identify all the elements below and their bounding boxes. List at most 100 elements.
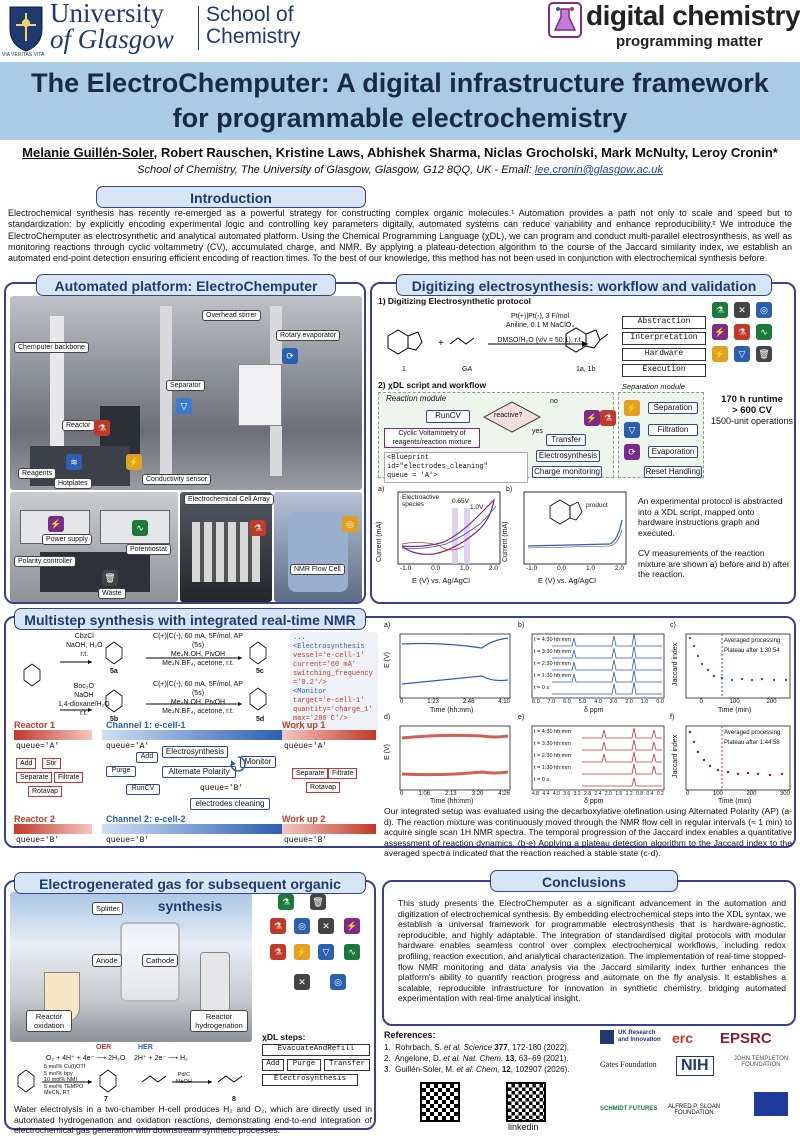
cycle-icon <box>230 756 246 772</box>
layer-abstraction: Abstraction <box>622 316 706 329</box>
graph-node-icon: ✕ <box>294 974 310 990</box>
email-link[interactable]: lee.cronin@glasgow.ac.uk <box>534 164 663 176</box>
xtick: 200 <box>766 699 777 705</box>
references-list: 1. Rohrbach, S. et al. Science 377, 172-… <box>384 1042 594 1075</box>
electrode-icon: ⚡ <box>584 410 600 426</box>
cond-b1: C(+)|C(-), 60 mA, 5F/mol, AP (5s) <box>153 681 243 697</box>
graph-node-icon: ∿ <box>344 944 360 960</box>
code-line: ='0.2'/> <box>293 679 327 687</box>
cpd-8: 8 <box>232 1096 236 1103</box>
runtime: 170 h runtime <box>721 394 783 405</box>
multistep-section: CbzCl NaOH, H₂O r.t. Boc₂O NaOH 1,4-diox… <box>4 616 796 858</box>
xtick: 100 <box>729 699 740 705</box>
plot-b-label: b) <box>506 486 513 493</box>
qr-linkedin-icon[interactable] <box>506 1082 546 1122</box>
graph-node-icon: ▽ <box>318 944 334 960</box>
decision-no: no <box>550 398 558 405</box>
xdl-step-purge: Purge <box>287 1059 321 1071</box>
plot-f-ylabel: Jaccard index <box>672 734 679 778</box>
rxn1-top: CbzCl <box>74 633 94 640</box>
xtick: 100 <box>712 791 723 797</box>
potentiostat-icon: ∿ <box>132 520 148 536</box>
platform-photo <box>10 296 362 490</box>
xtick: 4.8 <box>532 791 539 797</box>
label-hotplates: Hotplates <box>54 478 92 489</box>
references-title: References: <box>384 1030 436 1040</box>
code-line: <Electrosynthesis <box>293 643 365 651</box>
cv-desc-box: Cyclic Voltammetry of reagents/reaction … <box>384 428 480 448</box>
ms-cleaning-box: electrodes cleaning <box>190 798 270 810</box>
school-line2: Chemistry <box>206 25 301 48</box>
ref-author: Angelone, D. <box>394 1054 444 1063</box>
header-divider <box>198 6 199 50</box>
brand-name: digital chemistry <box>586 0 800 31</box>
author-list: Melanie Guillén-Soler, Robert Rauschen, … <box>0 140 800 160</box>
xtick: 5.0 <box>578 699 587 705</box>
workup2-label: Work up 2 <box>282 814 326 824</box>
linkedin-label[interactable]: linkedin <box>508 1122 539 1132</box>
label-reactor: Reactor <box>62 420 95 431</box>
xtick: 2.4 <box>594 791 602 797</box>
cpd-1: 1 <box>402 366 406 373</box>
legend-avg: Averaged processing <box>724 730 781 736</box>
conclusions-text: This study presents the ElectroChemputer… <box>398 898 786 1004</box>
time-label: t = 1:30 hh:mm <box>534 765 571 771</box>
time-label: t = 1:30 hh:mm <box>534 673 571 679</box>
xtick: 2.8 <box>584 791 591 797</box>
xtick: 4:26 <box>498 791 510 797</box>
runtime-stats: 170 h runtime > 600 CV 1500-unit operati… <box>710 394 794 427</box>
ms-add-box: Add <box>136 752 158 763</box>
funder-templeton: JOHN TEMPLETON FOUNDATION <box>733 1056 789 1068</box>
multistep-title: Multistep synthesis with integrated real… <box>14 608 366 630</box>
cell-array <box>192 522 260 582</box>
multistep-text: Our integrated setup was evaluated using… <box>384 806 792 859</box>
gas-label-splitter: Splitter <box>92 902 124 915</box>
ox-cond: MeCN, RT <box>44 1090 70 1096</box>
ref-journal: et al. Nat. Chem. <box>443 1054 506 1063</box>
xtick: 3:20 <box>471 791 484 797</box>
cond-a: C(+)|C(-), 60 mA, 5F/mol, AP (5s) Me₄N.O… <box>150 632 246 668</box>
layer-interpretation: Interpretation <box>622 332 706 345</box>
reactor1-label: Reactor 1 <box>14 720 56 730</box>
plot-f-tag: f) <box>670 714 675 721</box>
reactor1-bar <box>14 730 92 740</box>
cond-a3: Me₄N.BF₄, acetone, r.t. <box>162 660 234 667</box>
v2-label: 1.0V <box>470 504 484 511</box>
poster-title-line1: The ElectroChemputer: A digital infrastr… <box>31 68 769 98</box>
plot-e-times: t = 4:30 hh:mm t = 3:30 hh:mm t = 2:30 h… <box>534 726 571 786</box>
platform-title: Automated platform: ElectroChemputer <box>36 274 336 296</box>
co-authors: , Robert Rauschen, Kristine Laws, Abhish… <box>153 145 778 160</box>
ref-author: Rohrbach, S. <box>395 1043 445 1052</box>
layer-execution: Execution <box>622 364 706 377</box>
qr-code-icon[interactable] <box>420 1082 460 1122</box>
transfer-box: Transfer <box>546 434 586 446</box>
frame-bar <box>50 316 64 476</box>
graph-node-icon: ▽ <box>734 346 750 362</box>
op-add: Add <box>16 758 37 769</box>
xtick: 2.0 <box>488 565 498 572</box>
code-line: <Blueprint id="electrodes_cleaning" <box>387 454 488 471</box>
code-line: <Monitor <box>293 688 327 696</box>
university-crest-icon <box>9 6 43 52</box>
affiliation: School of Chemistry, The University of G… <box>0 160 800 176</box>
label-cell-array: Electrochemical Cell Array <box>184 494 274 505</box>
xtick: 2:13 <box>444 791 457 797</box>
hotplate-icon: ≋ <box>66 454 82 470</box>
graph-node-icon: ⚡ <box>712 324 728 340</box>
ms-electrosynthesis-box: Electrosynthesis <box>162 746 228 758</box>
ms-purge-box: Purge <box>106 766 136 777</box>
plot-d-ylabel: E (V) <box>384 744 391 760</box>
xdl-step-evacuate: EvacuateAndRefill <box>262 1044 370 1056</box>
rxn2-bot: r.t. <box>79 710 88 717</box>
graph-node-icon: ∿ <box>756 324 772 340</box>
xtick: 0 <box>686 791 690 797</box>
power-supply-icon: ⚡ <box>48 516 64 532</box>
xtick: 3.0 <box>609 699 618 705</box>
xtick: 0 <box>400 699 404 705</box>
oer-label: OER <box>96 1044 112 1051</box>
ox-cond: 5 mol% TEMPO <box>44 1083 84 1090</box>
decision-diamond <box>482 401 542 433</box>
cpd-5a: 5a <box>110 668 118 675</box>
ukri-logo-icon <box>600 1030 614 1044</box>
